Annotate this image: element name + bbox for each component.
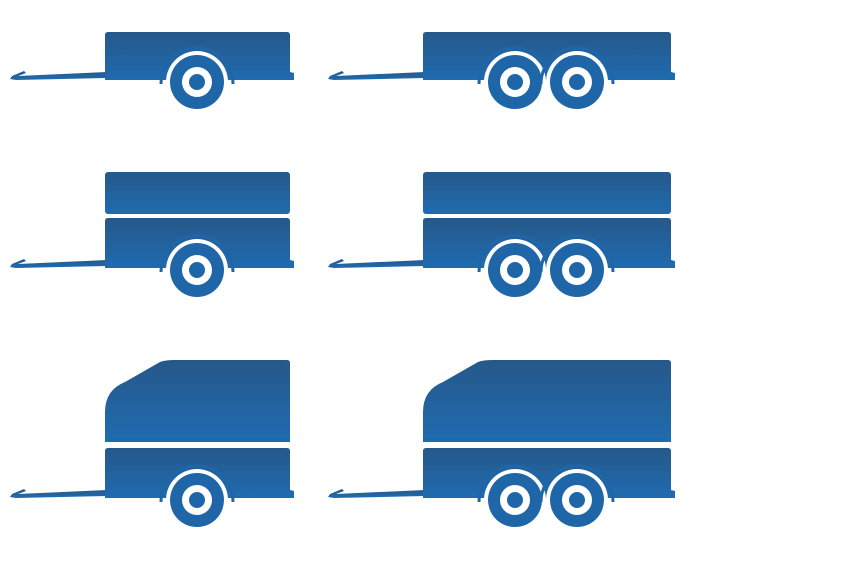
wheel-icon	[477, 464, 553, 531]
fender	[539, 234, 615, 273]
cargo-box	[423, 218, 675, 268]
drawbar	[10, 71, 107, 80]
fender	[477, 234, 553, 273]
side-extension	[105, 172, 290, 214]
drawbar	[328, 71, 425, 80]
hub	[189, 74, 205, 90]
fender	[477, 46, 553, 85]
wheel-icon	[477, 46, 553, 113]
trailer-single-axle-canopy-icon	[10, 360, 294, 531]
wheel-icon	[539, 46, 615, 113]
wheel-icon	[159, 46, 235, 113]
side-extension	[423, 172, 671, 214]
wheel-icon	[539, 464, 615, 531]
hub	[569, 492, 585, 508]
trailer-double-axle-none-icon	[328, 32, 675, 113]
fender	[159, 234, 235, 273]
wheel-icon	[159, 464, 235, 531]
cargo-box	[423, 32, 675, 80]
canopy-cover	[423, 360, 671, 442]
wheel-icon	[539, 234, 615, 301]
cargo-box	[423, 448, 675, 498]
fender	[477, 464, 553, 503]
wheel-icon	[477, 234, 553, 301]
trailer-single-axle-extension-icon	[10, 172, 294, 301]
hub	[189, 492, 205, 508]
hub	[507, 492, 523, 508]
trailer-single-axle-none-icon	[10, 32, 294, 113]
drawbar	[10, 489, 107, 498]
hub	[507, 262, 523, 278]
trailer-double-axle-canopy-icon	[328, 360, 675, 531]
drawbar	[328, 489, 425, 498]
canopy-cover	[105, 360, 290, 442]
fender	[539, 46, 615, 85]
fender	[159, 464, 235, 503]
fender	[159, 46, 235, 85]
trailer-double-axle-extension-icon	[328, 172, 675, 301]
drawbar	[328, 259, 425, 268]
drawbar	[10, 259, 107, 268]
wheel-icon	[159, 234, 235, 301]
hub	[507, 74, 523, 90]
fender	[539, 464, 615, 503]
hub	[569, 74, 585, 90]
hub	[189, 262, 205, 278]
hub	[569, 262, 585, 278]
